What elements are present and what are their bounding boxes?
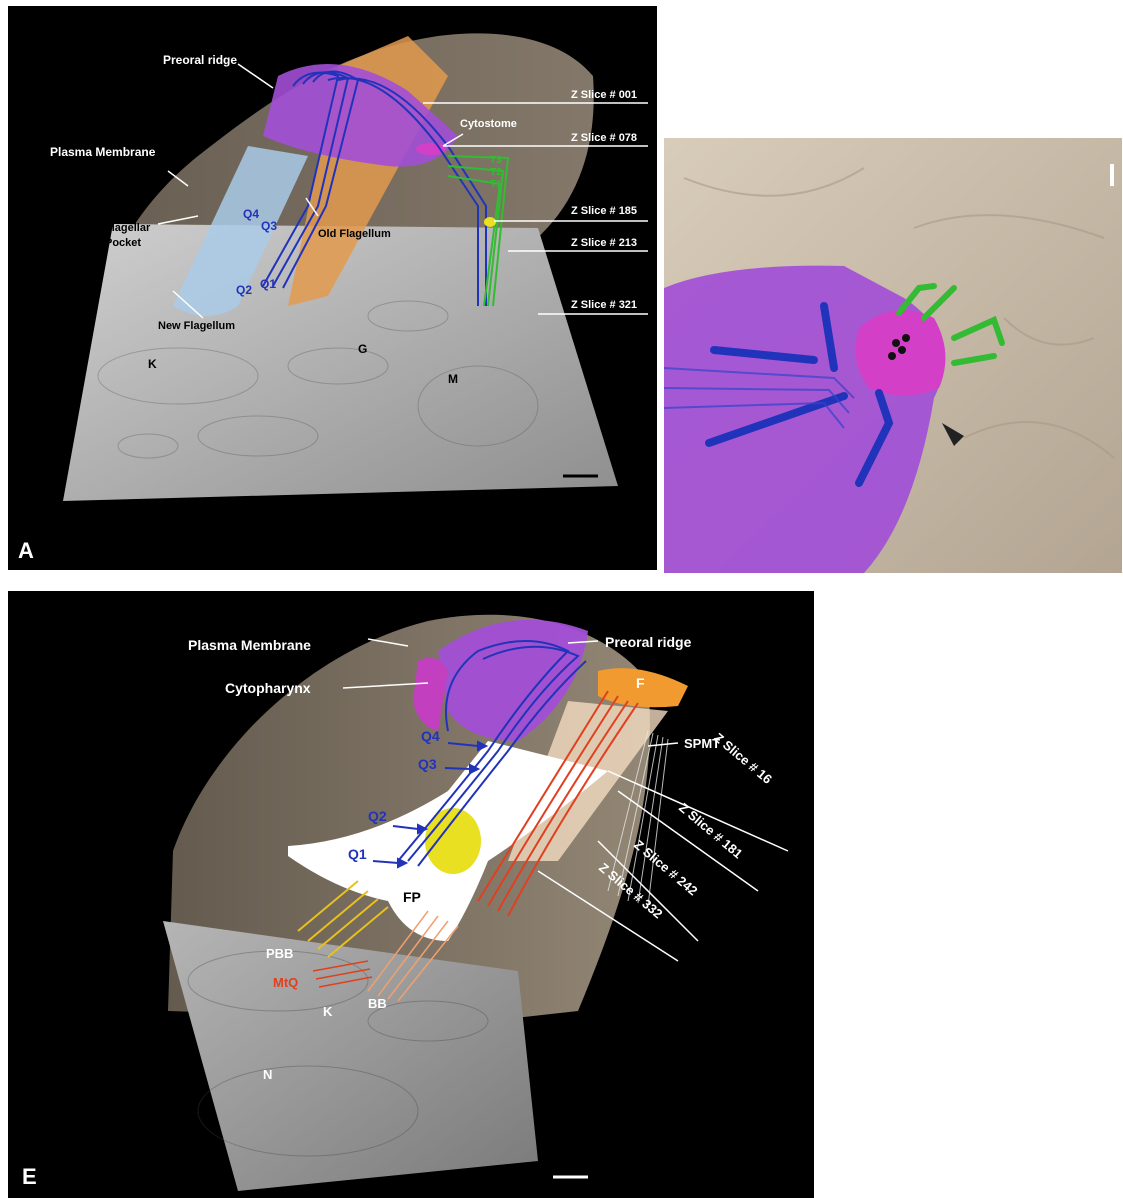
label-fp: FP bbox=[403, 889, 421, 905]
label-mtq: MtQ bbox=[273, 975, 298, 990]
z-slice-label: Z Slice # 181 bbox=[676, 800, 745, 862]
label-pbb: PBB bbox=[266, 946, 293, 961]
label-m: M bbox=[448, 372, 458, 386]
label-preoral-ridge: Preoral ridge bbox=[163, 53, 237, 67]
label-t2: T2 bbox=[490, 167, 502, 178]
label-g: G bbox=[358, 342, 367, 356]
label-flagellar-pocket-2: Pocket bbox=[105, 237, 141, 249]
z-slice-label: Z Slice # 16 bbox=[711, 730, 775, 787]
panel-a: Preoral ridge Cytostome Plasma Membrane … bbox=[8, 6, 657, 570]
label-k: K bbox=[148, 357, 157, 371]
label-q3: Q3 bbox=[261, 219, 277, 233]
label-new-flagellum: New Flagellum bbox=[158, 320, 235, 332]
panel-b-render bbox=[664, 138, 1122, 573]
label-q4: Q4 bbox=[243, 207, 259, 221]
label-t1: T1 bbox=[490, 179, 502, 190]
label-t3: T3 bbox=[490, 155, 502, 166]
z-slice-label: Z Slice # 213 bbox=[571, 237, 637, 249]
label-flagellar-pocket-1: Flagellar bbox=[105, 222, 151, 234]
panel-b-inset bbox=[664, 138, 1122, 573]
panel-a-render: Preoral ridge Cytostome Plasma Membrane … bbox=[8, 6, 657, 570]
label-q4: Q4 bbox=[421, 728, 440, 744]
label-k: K bbox=[323, 1004, 333, 1019]
label-plasma-membrane: Plasma Membrane bbox=[188, 637, 311, 653]
label-old-flagellum: Old Flagellum bbox=[318, 228, 391, 240]
label-bb: BB bbox=[368, 996, 387, 1011]
label-plasma-membrane: Plasma Membrane bbox=[50, 145, 156, 159]
panel-letter-e: E bbox=[22, 1164, 37, 1189]
panel-e-render: Plasma Membrane Preoral ridge Cytopharyn… bbox=[8, 591, 814, 1198]
label-cytostome: Cytostome bbox=[460, 118, 517, 130]
label-q2: Q2 bbox=[236, 283, 252, 297]
label-preoral-ridge: Preoral ridge bbox=[605, 634, 692, 650]
z-slice-label: Z Slice # 321 bbox=[571, 299, 637, 311]
label-f: F bbox=[636, 675, 645, 691]
z-slice-label: Z Slice # 001 bbox=[571, 89, 637, 101]
label-cytopharynx: Cytopharynx bbox=[225, 680, 311, 696]
panel-e: Plasma Membrane Preoral ridge Cytopharyn… bbox=[8, 591, 814, 1198]
label-q1: Q1 bbox=[260, 277, 276, 291]
label-q3: Q3 bbox=[418, 756, 437, 772]
label-n: N bbox=[263, 1067, 272, 1082]
label-q1: Q1 bbox=[348, 846, 367, 862]
panel-letter-a: A bbox=[18, 538, 34, 563]
z-slice-label: Z Slice # 078 bbox=[571, 132, 637, 144]
label-q2: Q2 bbox=[368, 808, 387, 824]
z-slice-label: Z Slice # 185 bbox=[571, 205, 637, 217]
